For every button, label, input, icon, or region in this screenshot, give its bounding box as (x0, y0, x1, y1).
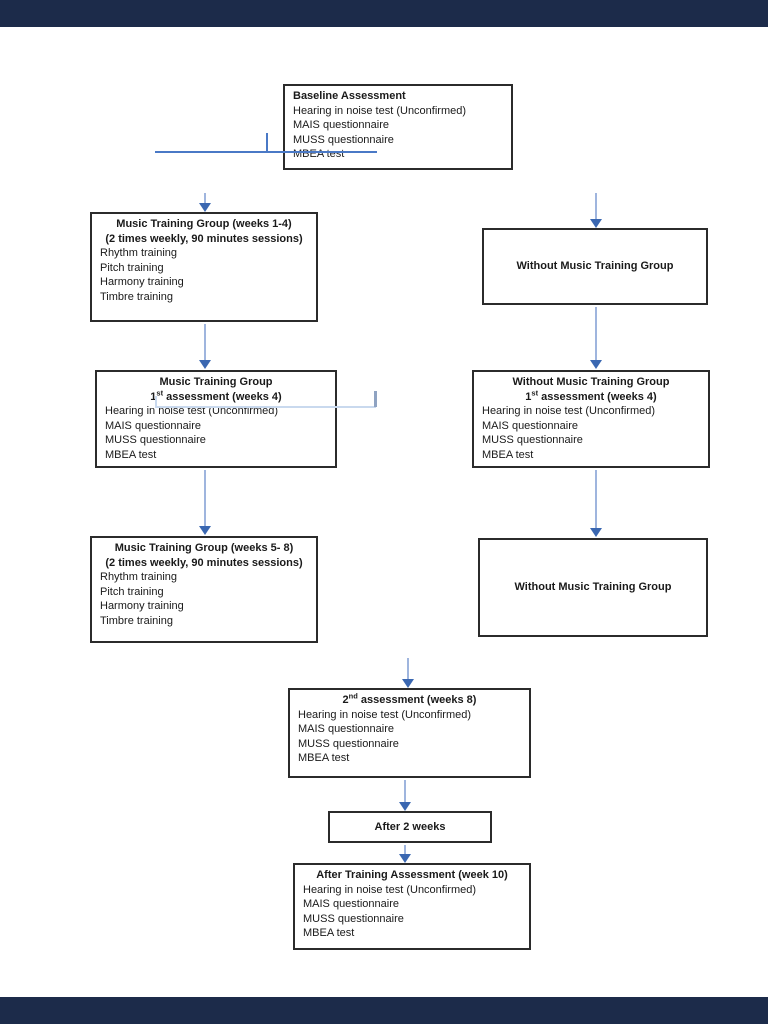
after-2-weeks-box: After 2 weeks (328, 811, 492, 843)
box-title: 2nd assessment (weeks 8) (342, 691, 477, 706)
music-training-group-2-box: Music Training Group (weeks 5- 8) (2 tim… (90, 536, 318, 643)
box-subtitle: (2 times weekly, 90 minutes sessions) (105, 232, 303, 245)
box-title: Baseline Assessment (293, 90, 406, 102)
box-title: After Training Assessment (week 10) (316, 869, 508, 881)
box-title: Without Music Training Group (516, 260, 674, 273)
box-subtitle: (2 times weekly, 90 minutes sessions) (105, 556, 303, 569)
down-arrow-icon (399, 780, 411, 811)
down-arrow-icon (590, 193, 602, 228)
down-arrow-icon (199, 193, 211, 212)
down-arrow-icon (199, 324, 211, 369)
stray-connector-tick (155, 396, 157, 408)
second-assessment-box: 2nd assessment (weeks 8) Hearing in nois… (288, 688, 531, 778)
without-music-training-group-assessment-1-box: Without Music Training Group 1st assessm… (472, 370, 710, 468)
stray-connector-tick (374, 391, 377, 407)
box-title: After 2 weeks (374, 820, 446, 833)
viewer-bottom-bar (0, 997, 768, 1024)
box-title: Music Training Group (weeks 5- 8) (114, 542, 294, 554)
box-subtitle: 1st assessment (weeks 4) (525, 387, 657, 403)
down-arrow-icon (402, 658, 414, 688)
without-music-training-group-2-box: Without Music Training Group (478, 538, 708, 637)
down-arrow-icon (399, 845, 411, 863)
down-arrow-icon (199, 470, 211, 535)
viewer-top-bar (0, 0, 768, 27)
box-title: Without Music Training Group (512, 376, 670, 388)
stray-connector-tick (266, 133, 268, 152)
after-training-assessment-box: After Training Assessment (week 10) Hear… (293, 863, 531, 950)
without-music-training-group-1-box: Without Music Training Group (482, 228, 708, 305)
stray-connector-line (155, 406, 376, 408)
music-training-group-1-box: Music Training Group (weeks 1-4) (2 time… (90, 212, 318, 322)
baseline-assessment-box: Baseline Assessment Hearing in noise tes… (283, 84, 513, 170)
down-arrow-icon (590, 470, 602, 537)
box-title: Music Training Group (weeks 1-4) (116, 218, 292, 230)
box-subtitle: 1st assessment (weeks 4) (150, 387, 282, 403)
down-arrow-icon (590, 307, 602, 369)
box-title: Without Music Training Group (514, 581, 672, 594)
music-training-group-assessment-1-box: Music Training Group 1st assessment (wee… (95, 370, 337, 468)
box-title: Music Training Group (159, 376, 273, 388)
